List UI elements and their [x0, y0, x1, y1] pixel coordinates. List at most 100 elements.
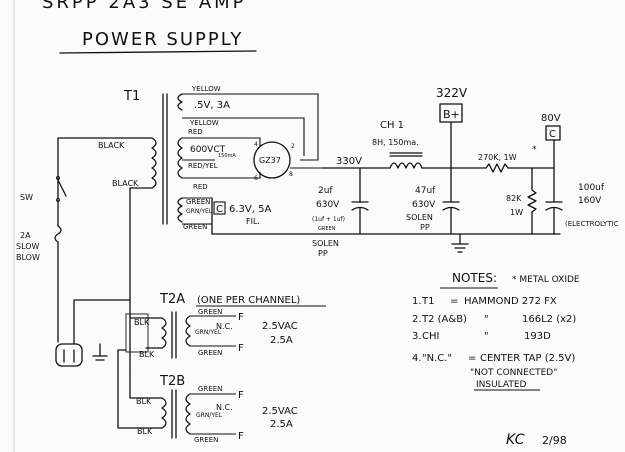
mains-neutral-wire [129, 187, 153, 373]
t2a-green-top: GREEN [198, 308, 222, 316]
switch-label: SW [20, 193, 33, 202]
note-2-part: T2 (A&B) [421, 314, 467, 325]
gz37-label: GZ37 [259, 156, 281, 165]
notes-heading: NOTES: [452, 271, 497, 285]
t2a-note: (ONE PER CHANNEL) [197, 295, 300, 306]
t2a-green-bottom: GREEN [198, 349, 222, 357]
t2a-blk-top: BLK [134, 318, 150, 327]
t1-primary-coil [151, 137, 157, 189]
t1-black-top: BLACK [98, 141, 125, 150]
note-1-part: T1 [421, 296, 434, 307]
t1-red-top: RED [188, 128, 203, 136]
t1-ma: 150mA [218, 153, 236, 159]
t2a-grn-yel: GRN/YEL [195, 329, 222, 336]
bplus-label: B+ [443, 108, 460, 121]
c2-brand: SOLEN [406, 213, 433, 222]
r-bleed-value: 82K [506, 194, 522, 203]
t2b-current: 2.5A [270, 419, 293, 430]
t2b-primary-coil [161, 397, 167, 429]
t2a-current: 2.5A [270, 335, 293, 346]
c3-value: 100uf [578, 183, 605, 193]
gz37-pin-4: 4 [254, 141, 258, 148]
t1-5v-wire-bottom [182, 117, 305, 156]
c2-voltage: 630V [412, 200, 436, 210]
note-4-equals: = [468, 353, 476, 364]
t2a-voltage: 2.5VAC [262, 321, 298, 332]
signature-date: 2/98 [542, 434, 567, 447]
c-out-box [545, 125, 561, 141]
choke-rating: 8H, 150ma. [372, 138, 419, 147]
t1-grn-yel: GRN/YEL [186, 208, 213, 215]
page-title: SRPP 2A3 SE AMP [42, 0, 247, 13]
subtitle-underline [59, 50, 257, 54]
t1-fil-rating: 6.3V, 5A [229, 204, 271, 215]
t2a-f-bottom: F [238, 343, 244, 354]
gz37-pin-2: 2 [291, 143, 295, 150]
resistor-82k [527, 189, 537, 213]
c3-voltage: 160V [578, 196, 602, 206]
gz37-rectifier-tube [253, 141, 291, 179]
t2b-grn-yel: GRN/YEL [196, 412, 223, 419]
note-1-equals: = [450, 296, 458, 307]
c-out-voltage: 80V [541, 113, 561, 124]
c1-note2: GREEN [318, 226, 336, 232]
power-switch [57, 179, 67, 197]
t1-5v-coil [177, 93, 183, 111]
resistor-metal-oxide-mark: * [532, 145, 537, 155]
t2b-blk-bottom: BLK [137, 427, 153, 436]
switch-pivot [56, 176, 60, 180]
t2b-blk-top-wire [129, 371, 163, 399]
c2-type: PP [420, 223, 430, 232]
ground-bus [211, 197, 561, 235]
c-out-label: C [549, 129, 556, 140]
t2b-green-top: GREEN [198, 385, 222, 393]
t1-c-box [213, 201, 226, 215]
fuse-type-1: SLOW [16, 242, 40, 251]
t2b-blk-top: BLK [136, 397, 152, 406]
t1-green-top: GREEN [186, 198, 210, 206]
t1-5v-wire-top [182, 93, 319, 161]
t2b-blk-bottom-wire [117, 349, 163, 429]
t1-red-yel: RED/YEL [188, 162, 218, 170]
t1-yellow-bottom: YELLOW [189, 119, 219, 127]
page-subtitle: POWER SUPPLY [82, 29, 243, 50]
r-bleed-watt: 1W [510, 208, 523, 217]
fuse-type-2: BLOW [16, 253, 40, 262]
t1-green-bottom: GREEN [183, 223, 207, 231]
t2b-nc: N.C. [216, 403, 233, 412]
note-3-number: 3. [412, 331, 422, 342]
t2a-nc: N.C. [216, 322, 233, 331]
t2a-f-top: F [238, 312, 244, 323]
note-3-ditto: " [484, 331, 489, 342]
c1-voltage: 630V [316, 200, 340, 210]
t1-hv-rating: 600VCT [190, 145, 226, 155]
mains-plug [55, 343, 83, 367]
note-3-value: 193D [524, 331, 551, 342]
t2a-blk-bottom: BLK [139, 350, 155, 359]
fuse-rating: 2A [20, 231, 31, 240]
note-1-number: 1. [412, 296, 422, 307]
t1-c-box-label: C [216, 204, 223, 215]
choke-coil [389, 162, 423, 169]
t1-red-bottom: RED [193, 183, 208, 191]
t2a-secondary-coil [185, 315, 191, 347]
note-2-ditto: " [484, 314, 489, 325]
t2a-label: T2A [159, 292, 185, 307]
gz37-pin-6: 6 [254, 175, 258, 182]
c1-value: 2uf [318, 186, 333, 196]
t2a-terminal-block [125, 313, 149, 353]
note-3-part: CHI [422, 331, 439, 342]
notes-metal-oxide: * METAL OXIDE [512, 275, 580, 285]
t1-hv-wire-top [182, 137, 261, 146]
note-4-part: "N.C." [422, 353, 452, 364]
t1-yellow-top: YELLOW [191, 85, 221, 93]
note-1-value: HAMMOND 272 FX [464, 296, 557, 307]
note-4-line3: INSULATED [476, 380, 527, 390]
resistor-270k [485, 163, 509, 173]
signature-initials: KC [506, 432, 525, 448]
t2b-secondary-coil [185, 393, 191, 435]
t1-hv-wire-bottom [182, 172, 261, 179]
note-4-value: CENTER TAP (2.5V) [480, 353, 575, 364]
